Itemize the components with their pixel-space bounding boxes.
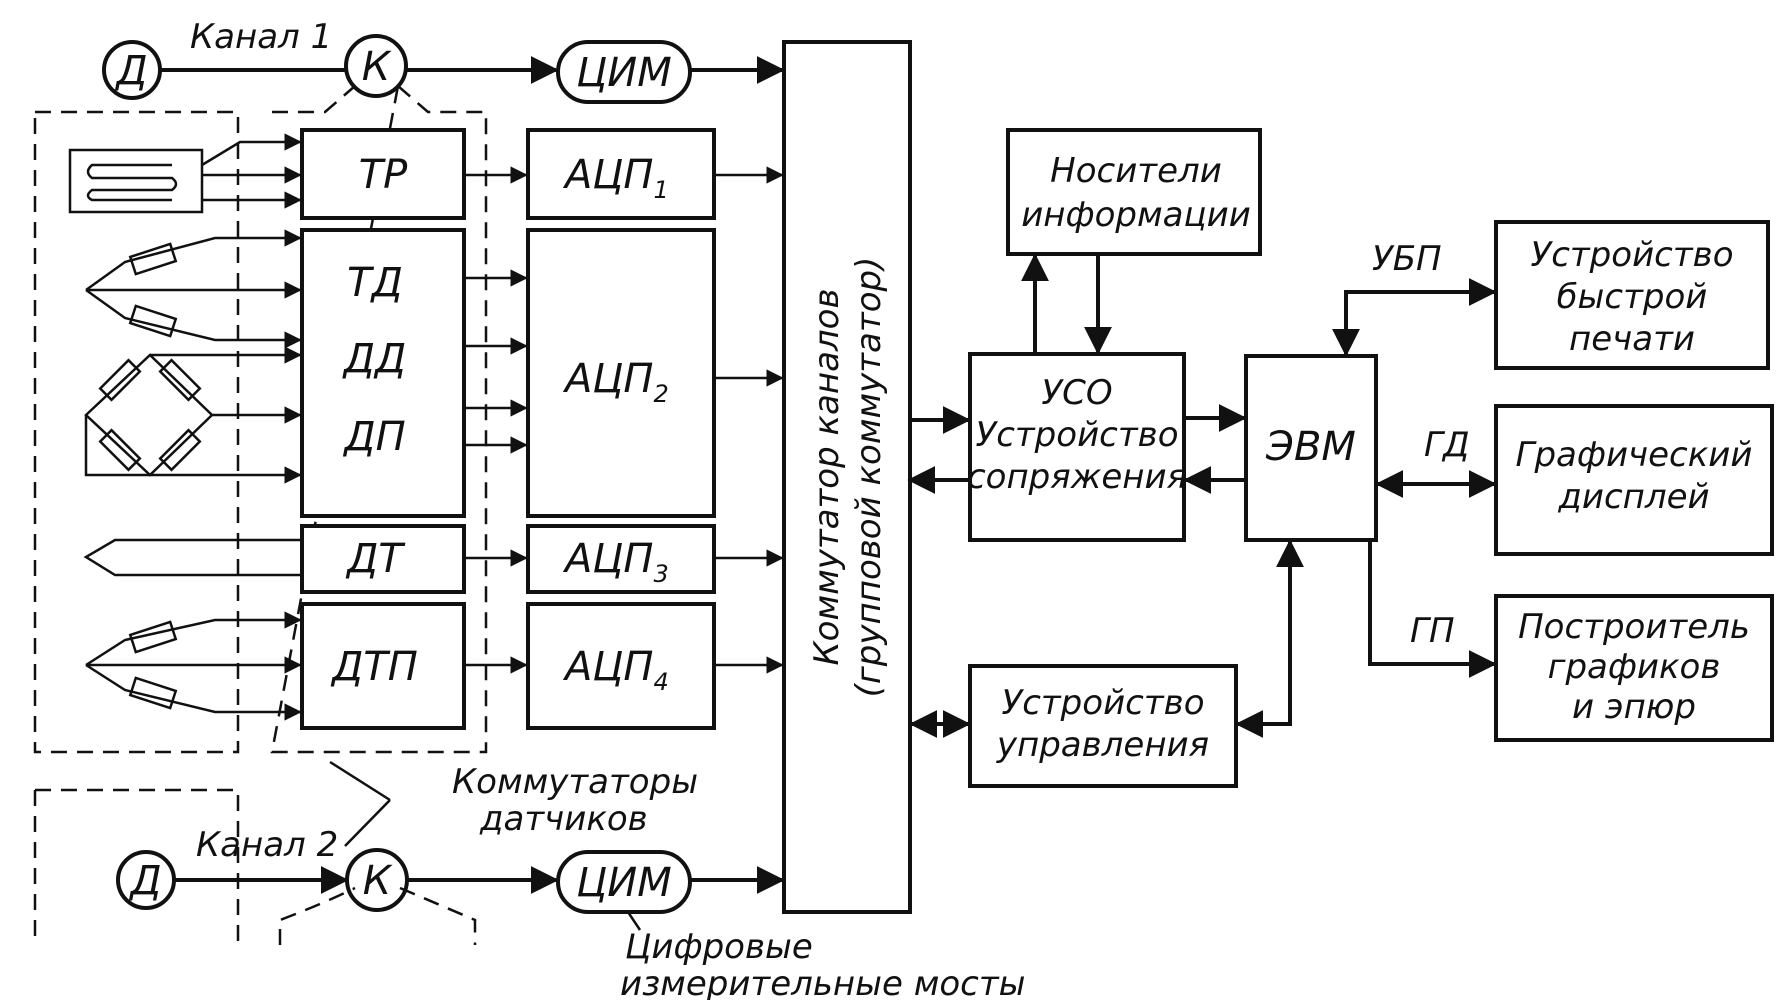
switches-annotation-line2: датчиков [479, 799, 648, 839]
tr-box [300, 128, 466, 220]
switches-annotation-line1: Коммутаторы [452, 762, 698, 802]
plotter-label-1: Построитель [1518, 607, 1750, 647]
channel-1-label: Канал 1 [190, 17, 332, 57]
gp-link [1368, 542, 1497, 678]
ubp-label: УБП [1372, 239, 1442, 279]
storage-box [1006, 128, 1262, 256]
printer-label-1: Устройство [1530, 235, 1733, 275]
annotations: Коммутаторы датчиков Цифровые измеритель… [329, 760, 1026, 1000]
dp-label: ДП [342, 414, 405, 460]
adc-1-box [526, 128, 716, 220]
adc-4-box [526, 602, 716, 730]
adc-column: АЦП1 АЦП2 АЦП3 АЦП4 [526, 128, 716, 730]
control-label-2: управления [996, 725, 1209, 765]
gp-label: ГП [1410, 611, 1455, 651]
interface-label-1: УСО [1041, 373, 1112, 413]
adc-2-box [526, 228, 716, 518]
switch-1-node [344, 34, 408, 98]
channel-1: Д Канал 1 К ЦИМ [102, 17, 785, 104]
control-computer-link [1235, 539, 1304, 738]
printer-box [1494, 220, 1770, 370]
control-label-1: Устройство [1001, 683, 1204, 723]
interface-label-3: сопряжения [967, 457, 1187, 497]
adc-3-label: АЦП3 [562, 536, 669, 588]
plotter-label-2: графиков [1548, 647, 1721, 687]
dd-label: ДД [342, 336, 407, 382]
printer-label-2: быстрой [1557, 277, 1708, 317]
display-label-1: Графический [1516, 435, 1753, 475]
switch-group-2-frame [278, 886, 477, 945]
adc-to-mux-arrows [714, 166, 784, 674]
sensor-1-label: Д [114, 48, 147, 94]
storage-label-2: информации [1021, 195, 1251, 235]
converter-to-adc-arrows [464, 166, 528, 674]
channel-multiplexer-box [782, 40, 912, 914]
switch-1-label: К [362, 44, 392, 90]
adc-1-label: АЦП1 [562, 152, 669, 204]
interface-unit-box [968, 352, 1186, 542]
multiplexer-label-1: Коммутатор каналов [807, 288, 847, 665]
computer-label: ЭВМ [1265, 424, 1356, 470]
plotter-box [1494, 594, 1774, 742]
dt-label: ДТ [345, 536, 406, 582]
bridge-icon [84, 353, 214, 477]
ubp-link [1332, 278, 1497, 357]
computer-box [1244, 354, 1378, 542]
thermocouple-icon [83, 538, 300, 577]
switch-2-label: К [363, 858, 393, 904]
strain-gauge-icon [85, 229, 302, 292]
adc-2-label: АЦП2 [562, 356, 669, 408]
channel-2-label: Канал 2 [196, 825, 338, 865]
channel-2: Д Канал 2 К ЦИМ [116, 825, 785, 914]
cim-2-label: ЦИМ [576, 860, 672, 906]
thermometer-icon [68, 148, 204, 214]
storage-label-1: Носители [1050, 151, 1222, 191]
sensor-group-2-frame [33, 788, 240, 945]
switch-group-frame [270, 83, 488, 754]
tr-label: ТР [359, 152, 408, 198]
converter-column: ТР ТД ДД ДП ДТ ДТП [300, 128, 466, 730]
dt-box [300, 524, 466, 594]
bridges-annotation-line2: измерительные мосты [620, 964, 1026, 1000]
sensor-2-label: Д [128, 858, 161, 904]
display-box [1494, 404, 1774, 556]
td-label: ТД [347, 260, 403, 306]
cim-1-label: ЦИМ [576, 50, 672, 96]
td-dd-dp-box [300, 228, 466, 518]
sensor-group-frame [33, 110, 240, 754]
gd-label: ГД [1424, 425, 1470, 465]
dtp-label: ДТП [330, 644, 418, 690]
interface-label-2: Устройство [975, 415, 1178, 455]
sensor-symbols [68, 133, 302, 721]
control-unit-box [968, 664, 1238, 788]
bridges-annotation-line1: Цифровые [625, 927, 813, 967]
multiplexer-label-2: (групповой коммутатор) [849, 257, 889, 698]
adc-4-label: АЦП4 [562, 644, 669, 696]
display-label-2: дисплей [1557, 477, 1709, 517]
printer-label-3: печати [1569, 319, 1695, 359]
strain-gauge-2-icon [85, 611, 302, 667]
plotter-label-3: и эпюр [1572, 687, 1696, 727]
